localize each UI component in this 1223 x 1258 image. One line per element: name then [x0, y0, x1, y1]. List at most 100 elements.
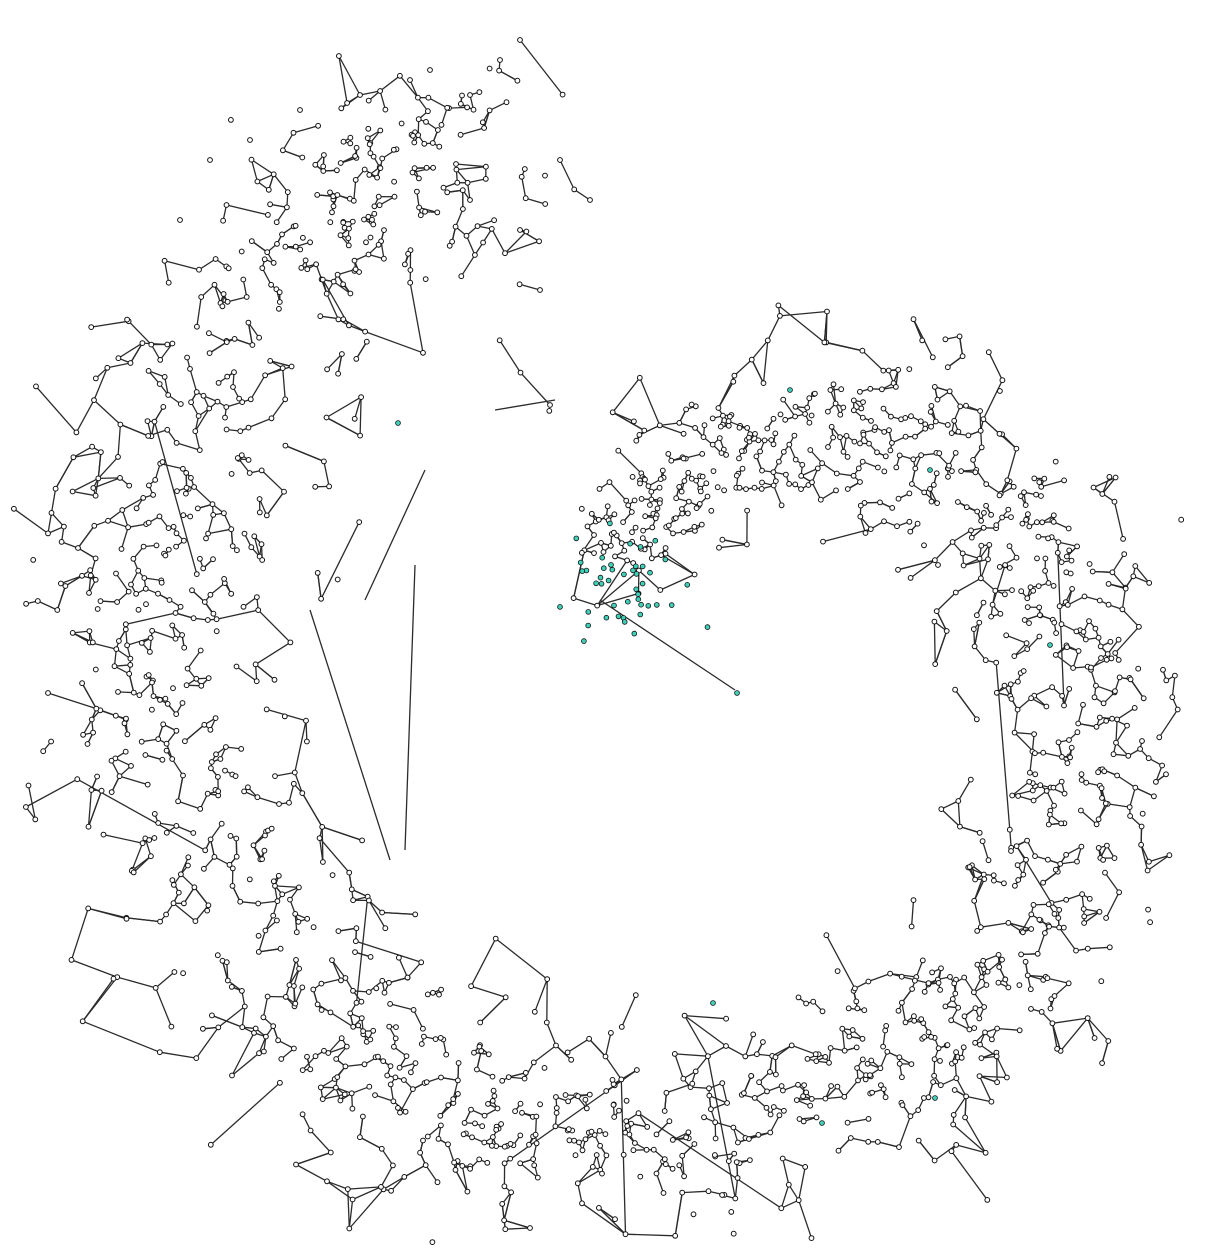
- graph-node: [950, 1121, 957, 1128]
- graph-node: [420, 349, 426, 356]
- graph-node: [274, 898, 281, 904]
- graph-node: [874, 1139, 881, 1145]
- graph-node: [352, 177, 359, 183]
- graph-edge: [71, 959, 118, 978]
- graph-edge: [534, 1116, 538, 1135]
- graph-node: [1020, 668, 1027, 674]
- graph-node: [710, 468, 717, 475]
- graph-node: [712, 1119, 719, 1126]
- graph-edge: [597, 592, 639, 607]
- graph-node: [996, 492, 1003, 499]
- graph-node: [307, 239, 314, 246]
- graph-node: [760, 1039, 766, 1045]
- graph-node: [438, 1074, 444, 1081]
- graph-node: [130, 689, 137, 696]
- graph-edge: [1031, 734, 1035, 752]
- graph-edge: [725, 1045, 746, 1057]
- graph-edge: [302, 1114, 312, 1131]
- graph-node: [1027, 986, 1034, 993]
- graph-node: [276, 299, 283, 305]
- graph-node: [502, 250, 508, 257]
- graph-node: [522, 1069, 529, 1076]
- graph-node: [390, 1098, 397, 1105]
- graph-edge: [821, 462, 838, 475]
- graph-node: [370, 221, 377, 228]
- graph-edge: [1042, 871, 1059, 884]
- graph-node: [638, 496, 645, 502]
- graph-edge: [1057, 552, 1065, 706]
- graph-node: [367, 234, 374, 241]
- graph-node: [1031, 475, 1038, 482]
- graph-edge: [51, 512, 65, 528]
- graph-edge: [820, 489, 837, 501]
- graph-node: [259, 265, 266, 272]
- graph-node: [417, 1149, 424, 1156]
- graph-node: [895, 1007, 902, 1014]
- graph-edge: [60, 575, 83, 585]
- graph-node: [45, 530, 51, 537]
- graph-node: [1079, 891, 1085, 898]
- graph-node: [884, 1048, 891, 1055]
- graph-node: [1109, 715, 1115, 722]
- graph-edge: [261, 469, 285, 493]
- graph-node: [476, 89, 483, 95]
- graph-node: [181, 537, 187, 544]
- graph-node: [350, 1023, 357, 1030]
- graph-node: [1042, 930, 1048, 936]
- graph-node: [1093, 821, 1100, 828]
- graph-edge: [838, 1137, 852, 1152]
- graph-node: [865, 978, 872, 985]
- graph-node: [922, 425, 929, 432]
- graph-node: [1066, 737, 1072, 743]
- graph-edge: [659, 422, 680, 427]
- graph-node: [629, 474, 636, 480]
- graph-node: [222, 767, 228, 774]
- graph-node: [988, 511, 994, 518]
- graph-node: [1023, 640, 1030, 647]
- graph-node: [507, 1141, 514, 1147]
- highlighted-node: [557, 604, 563, 610]
- graph-node: [753, 453, 760, 460]
- graph-node: [337, 160, 344, 166]
- graph-edge: [777, 304, 825, 343]
- graph-edge: [326, 416, 361, 437]
- graph-node: [989, 1036, 995, 1043]
- graph-node: [764, 1088, 770, 1095]
- graph-node: [1125, 752, 1132, 759]
- graph-edge: [380, 1165, 394, 1188]
- graph-node: [1093, 682, 1099, 689]
- graph-edge: [221, 960, 229, 981]
- graph-node: [1105, 581, 1112, 587]
- graph-node: [150, 492, 157, 498]
- graph-node: [346, 869, 353, 876]
- graph-edge: [266, 491, 285, 516]
- graph-node: [453, 161, 459, 167]
- graph-node: [705, 1188, 712, 1195]
- graph-edge: [1101, 1040, 1109, 1064]
- graph-node: [299, 154, 306, 161]
- graph-node: [335, 316, 342, 323]
- graph-node: [361, 166, 368, 173]
- graph-node: [828, 423, 835, 430]
- graph-node: [910, 316, 917, 323]
- graph-edge: [439, 1102, 454, 1117]
- graph-node: [493, 1126, 500, 1133]
- graph-node: [207, 157, 213, 163]
- graph-node: [417, 212, 424, 219]
- graph-node: [767, 1111, 774, 1118]
- graph-node: [173, 440, 180, 446]
- graph-edge: [194, 408, 210, 432]
- graph-node: [1002, 591, 1008, 598]
- graph-node: [263, 706, 270, 713]
- graph-edge: [879, 1051, 888, 1069]
- graph-node: [851, 438, 858, 445]
- graph-node: [612, 1216, 618, 1223]
- graph-node: [669, 1165, 676, 1172]
- graph-node: [397, 1109, 403, 1116]
- graph-edge: [348, 1188, 384, 1229]
- graph-node: [147, 635, 154, 641]
- graph-edge: [947, 355, 963, 368]
- graph-node: [436, 143, 443, 150]
- graph-node: [453, 166, 460, 173]
- graph-node: [124, 316, 130, 323]
